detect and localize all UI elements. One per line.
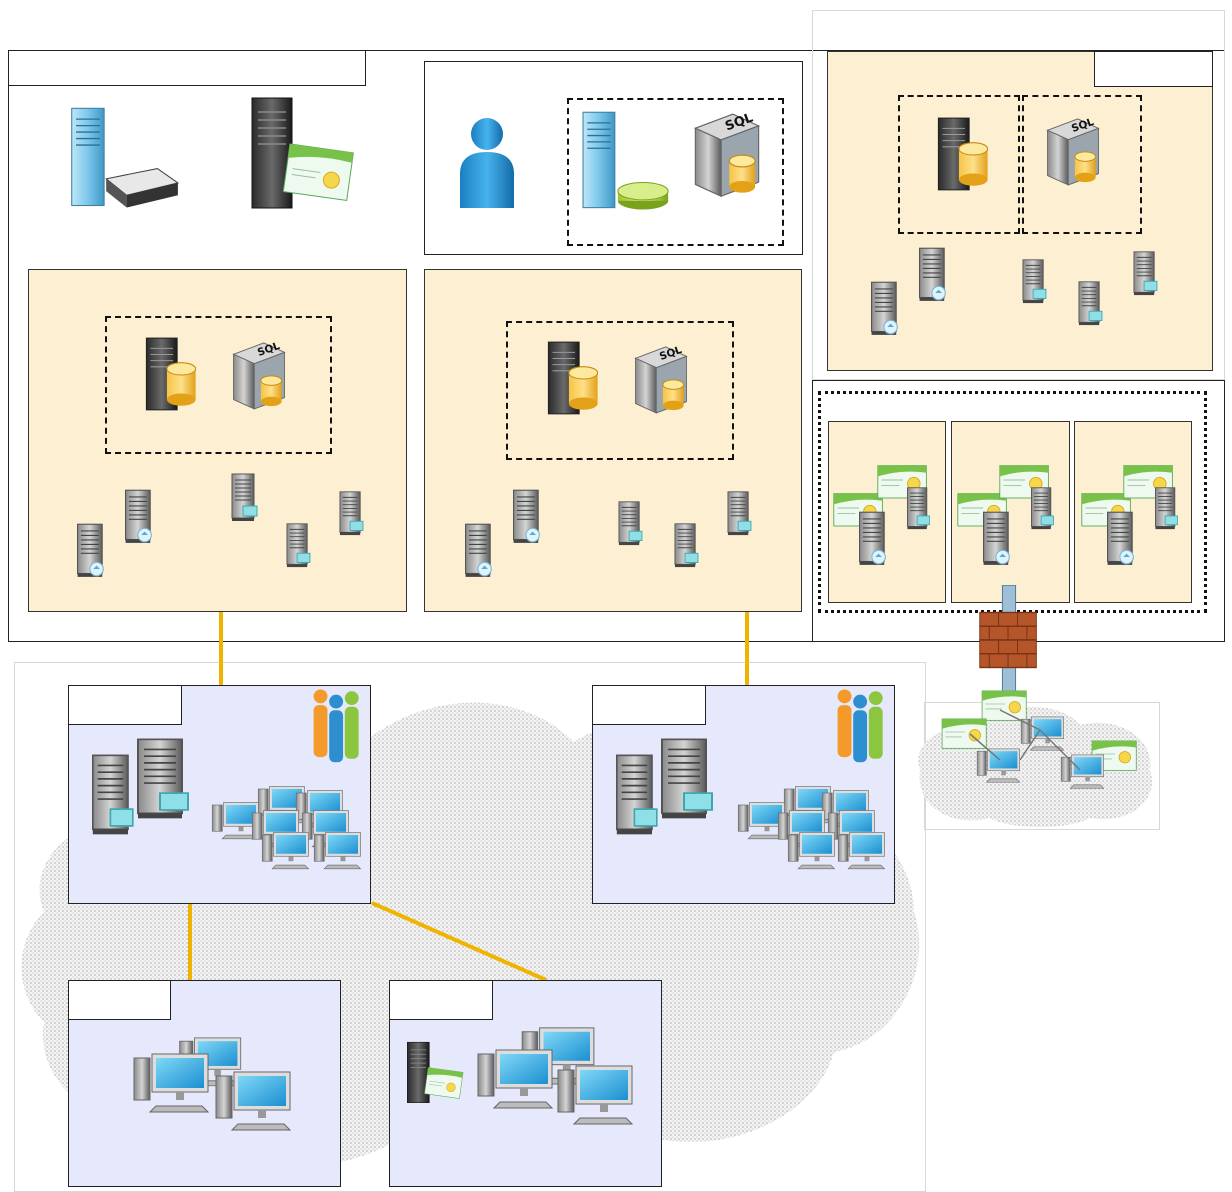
domain-controller-icon [542, 338, 604, 420]
server-icon [1130, 250, 1160, 296]
workstation-icon [214, 1068, 294, 1132]
domain-controller-icon [140, 334, 202, 416]
server-icon [404, 1040, 470, 1140]
branch-office-4-title [389, 980, 493, 1020]
server-icon [336, 490, 366, 536]
storage-disk-icon [614, 180, 672, 212]
users-group-icon [306, 686, 368, 764]
server-icon [88, 752, 136, 836]
branch-office-2-title [592, 685, 706, 725]
scanner-icon [100, 160, 182, 212]
server-icon [668, 522, 704, 568]
remote-datacenter-frame [812, 10, 1225, 380]
server-icon [868, 280, 902, 336]
firewall-icon [976, 585, 1042, 695]
server-icon [226, 472, 262, 522]
server-icon [510, 488, 544, 544]
workstation-icon [132, 1050, 212, 1114]
site-b-cluster [506, 321, 734, 460]
server-icon [1150, 486, 1182, 530]
wan-link [188, 903, 192, 981]
server-icon [980, 510, 1014, 566]
certificate-server-icon [246, 94, 366, 214]
server-icon [1104, 510, 1138, 566]
site-a-cluster [105, 316, 332, 454]
wan-link [219, 612, 223, 686]
server-icon [122, 488, 156, 544]
domain-controller-icon [932, 114, 994, 196]
workstation-icon [556, 1062, 636, 1126]
wan-link [745, 612, 749, 686]
server-icon [612, 500, 648, 546]
management-servers-group [567, 98, 784, 246]
workstation-icon [476, 1046, 556, 1110]
workstation-icon [836, 830, 888, 870]
server-icon [1072, 280, 1108, 326]
workstation-icon [260, 830, 312, 870]
workstation-icon [786, 830, 838, 870]
remote-datacenter-title [1094, 51, 1213, 87]
server-icon [132, 736, 192, 820]
sql-server-icon [1040, 112, 1106, 190]
remote-sql-group [1022, 95, 1142, 234]
remote-dc-group [898, 95, 1020, 234]
internet-links [969, 709, 1081, 771]
wan-link [371, 901, 547, 982]
branch-office-1-title [68, 685, 182, 725]
server-icon [280, 522, 316, 568]
branch-office-3-title [68, 980, 171, 1020]
workstation-icon [312, 830, 364, 870]
server-icon [612, 752, 660, 836]
server-icon [724, 490, 754, 536]
server-icon [902, 486, 934, 530]
sql-server-icon [226, 336, 292, 414]
server-icon [916, 246, 950, 302]
server-icon [462, 522, 496, 578]
server-icon [656, 736, 716, 820]
server-icon [856, 510, 890, 566]
sql-server-icon [628, 340, 694, 418]
main-datacenter-title [8, 50, 366, 86]
server-icon [1026, 486, 1058, 530]
server-icon [1016, 258, 1052, 304]
users-group-icon [830, 686, 892, 764]
server-icon [74, 522, 108, 578]
sql-server-icon [686, 104, 768, 204]
user-icon [452, 112, 522, 212]
